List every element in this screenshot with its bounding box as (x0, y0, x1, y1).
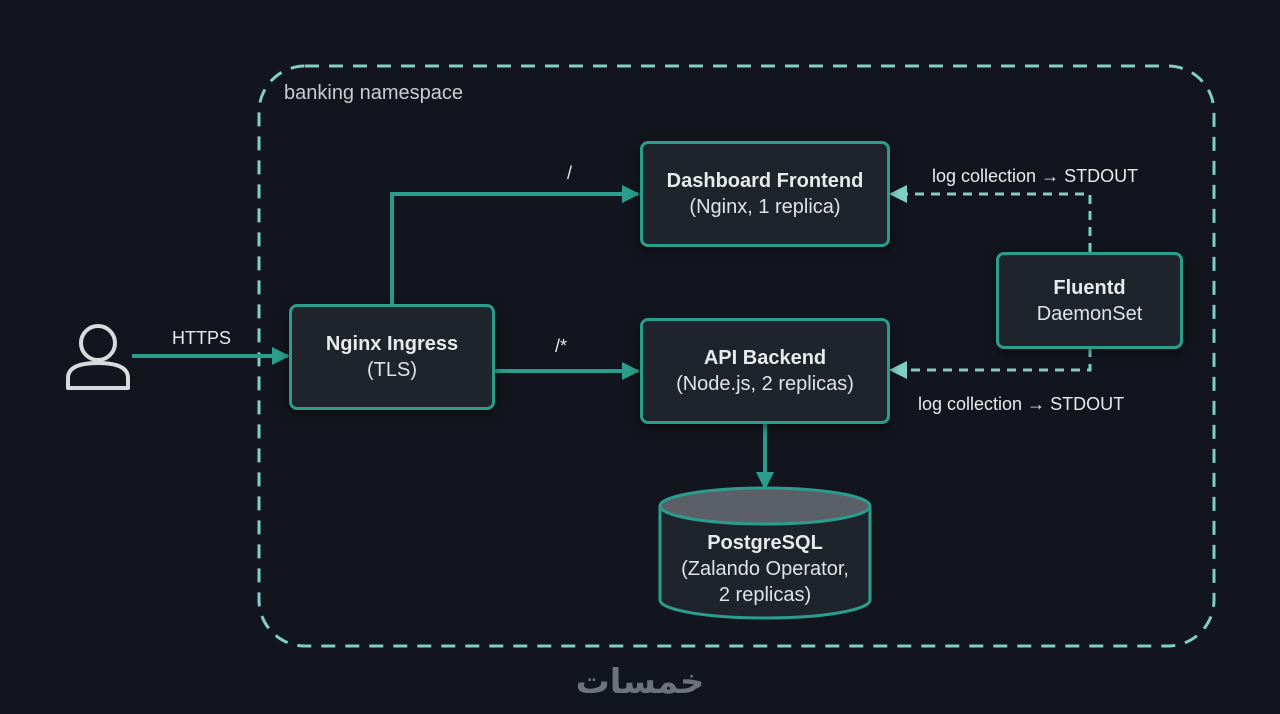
edge-label-log-frontend: log collection → STDOUT (932, 166, 1139, 186)
node-api-backend[interactable]: API Backend (Node.js, 2 replicas) (640, 318, 890, 424)
postgres-cylinder (658, 486, 872, 620)
node-title: PostgreSQL (707, 532, 823, 554)
node-subtitle: (TLS) (367, 359, 417, 381)
node-subtitle: (Node.js, 2 replicas) (676, 373, 854, 395)
node-title: Fluentd (1053, 276, 1126, 299)
user-icon (66, 324, 130, 390)
node-postgresql[interactable]: PostgreSQL (Zalando Operator, 2 replicas… (660, 530, 870, 608)
node-fluentd[interactable]: Fluentd DaemonSet (996, 252, 1183, 349)
edge-label-route-wildcard: /* (555, 336, 568, 356)
edge-log-backend (889, 348, 1092, 379)
edge-label-log-backend: log collection → STDOUT (918, 394, 1125, 414)
node-subtitle-line1: (Zalando Operator, (681, 558, 849, 580)
node-subtitle: (Nginx, 1 replica) (689, 196, 841, 218)
namespace-label: banking namespace (284, 82, 464, 104)
node-title: Nginx Ingress (325, 333, 459, 355)
node-nginx-ingress[interactable]: Nginx Ingress (TLS) (289, 304, 495, 410)
edge-label-route-root: / (567, 163, 573, 183)
node-title: API Backend (703, 347, 827, 369)
node-subtitle-line2: 2 replicas) (718, 584, 812, 606)
edge-log-frontend (889, 185, 1092, 252)
node-dashboard-frontend[interactable]: Dashboard Frontend (Nginx, 1 replica) (640, 141, 890, 247)
node-title: Dashboard Frontend (666, 170, 864, 192)
node-subtitle: DaemonSet (1036, 302, 1143, 325)
watermark-logo: خمسات (575, 663, 705, 701)
edge-label-https: HTTPS (172, 328, 232, 348)
edge-ingress-frontend (390, 185, 640, 304)
